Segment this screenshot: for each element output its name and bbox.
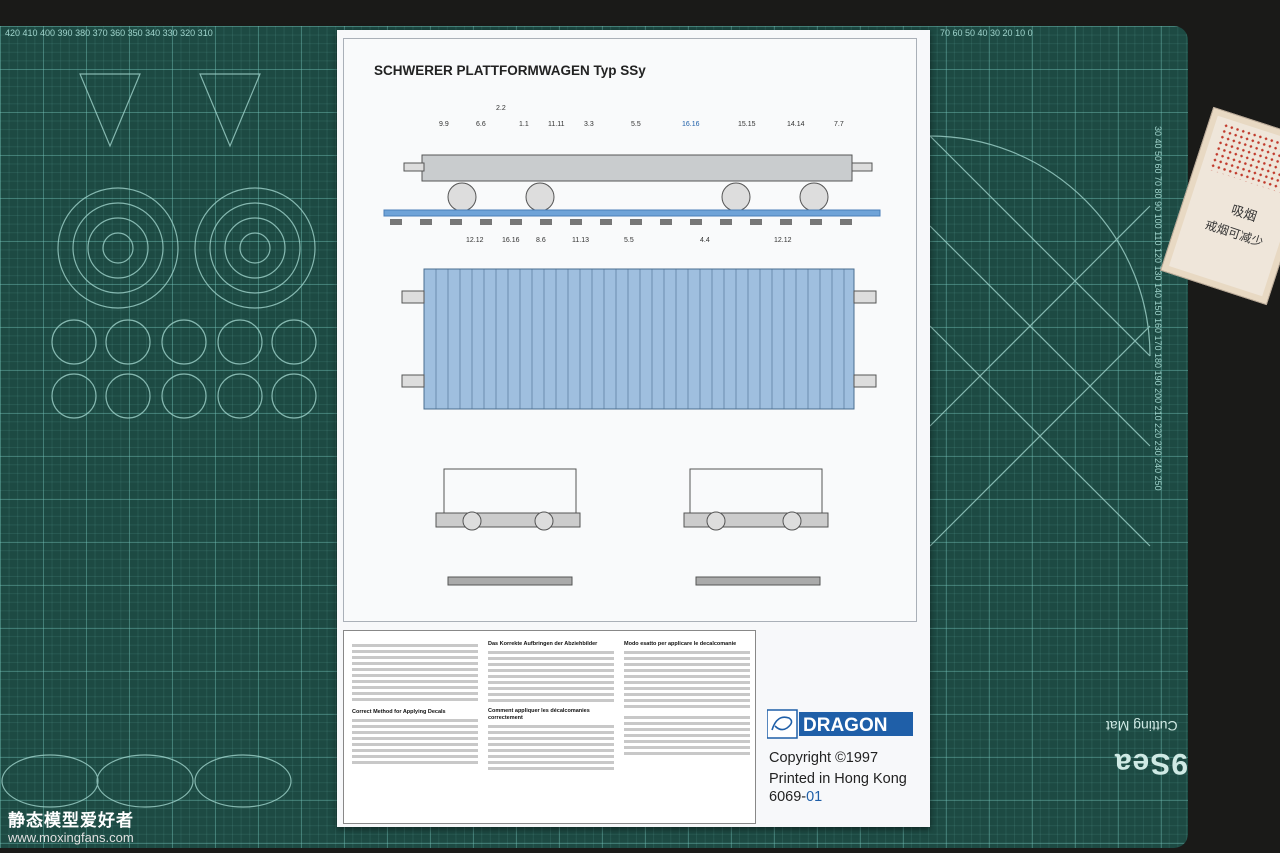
copyright-block: Copyright ©1997 Printed in Hong Kong	[769, 748, 907, 790]
diagram-panel: SCHWERER PLATTFORMWAGEN Typ SSy	[343, 38, 917, 622]
callout-bottom-1: 16.16	[502, 237, 520, 244]
end-views	[435, 468, 829, 586]
instructions-col-japanese: Correct Method for Applying Decals	[352, 641, 478, 767]
top-view	[401, 268, 877, 410]
callout-bottom-0: 12.12	[466, 237, 484, 244]
sheet-title: SCHWERER PLATTFORMWAGEN Typ SSy	[374, 63, 646, 78]
side-view	[383, 154, 881, 225]
callout-top-6: 5.5	[631, 121, 641, 128]
callout-bottom-3: 11.13	[572, 237, 589, 244]
printed-text: Printed in Hong Kong	[769, 771, 907, 787]
dragon-logo: DRAGON	[767, 709, 913, 739]
callout-top-1: 6.6	[476, 121, 486, 128]
product-code-suffix: 01	[806, 789, 823, 805]
product-code-main: 6069-	[769, 789, 807, 805]
box-text-2: 戒烟可减少	[1203, 217, 1265, 250]
decal-instructions: Correct Method for Applying Decals Das K…	[343, 630, 756, 824]
callout-bottom-4: 5.5	[624, 237, 634, 244]
product-code: 6069-01	[769, 789, 822, 805]
instructions-col-german-french: Das Korrekte Aufbringen der Abziehbilder…	[488, 641, 614, 773]
mat-brand: 9Sea	[1113, 747, 1188, 780]
logo-text: DRAGON	[803, 715, 887, 736]
heading-german: Das Korrekte Aufbringen der Abziehbilder	[488, 641, 598, 647]
instructions-col-italian-chinese: Modo esatto per applicare le decalcomani…	[624, 641, 750, 758]
callout-top-0: 9.9	[439, 121, 449, 128]
copyright-text: Copyright ©1997	[769, 750, 879, 766]
watermark-title: 静态模型爱好者	[8, 811, 134, 830]
callout-bottom-2: 8.6	[536, 237, 546, 244]
mat-markings: 420 410 400 390 380 370 360 350 340 330 …	[1, 28, 1163, 808]
callout-bottom-5: 4.4	[700, 237, 710, 244]
callout-top-2: 2.2	[496, 105, 506, 112]
callout-top-10: 7.7	[834, 121, 844, 128]
svg-text:30 40 50 60 70 80 90 10: 30 40 50 60 70 80 90 100 110 120 130 140…	[1153, 126, 1163, 491]
callout-top-7: 16.16	[682, 121, 700, 128]
box-pattern	[1208, 122, 1280, 195]
heading-french: Comment appliquer les décalcomanies corr…	[488, 708, 590, 721]
callout-top-9: 14.14	[787, 121, 805, 128]
mat-subtitle: Cutting Mat	[1106, 718, 1178, 734]
callout-bottom-6: 12.12	[774, 237, 792, 244]
callout-top-3: 1.1	[519, 121, 529, 128]
callout-top-8: 15.15	[738, 121, 756, 128]
watermark-url: www.moxingfans.com	[8, 830, 134, 845]
wagon-drawings	[383, 154, 881, 586]
svg-text:70 60 50 40 30 20: 70 60 50 40 30 20 10 0	[940, 28, 1033, 38]
heading-english: Correct Method for Applying Decals	[352, 709, 446, 715]
box-text-1: 吸烟	[1229, 201, 1259, 225]
callout-top-5: 3.3	[584, 121, 594, 128]
heading-italian: Modo esatto per applicare le decalcomani…	[624, 641, 737, 647]
svg-text:420 410 400 390 380 370 360 35: 420 410 400 390 380 370 360 350 340 330 …	[5, 28, 213, 38]
instruction-sheet: SCHWERER PLATTFORMWAGEN Typ SSy	[337, 30, 930, 827]
callout-top-4: 11.11	[548, 121, 565, 128]
